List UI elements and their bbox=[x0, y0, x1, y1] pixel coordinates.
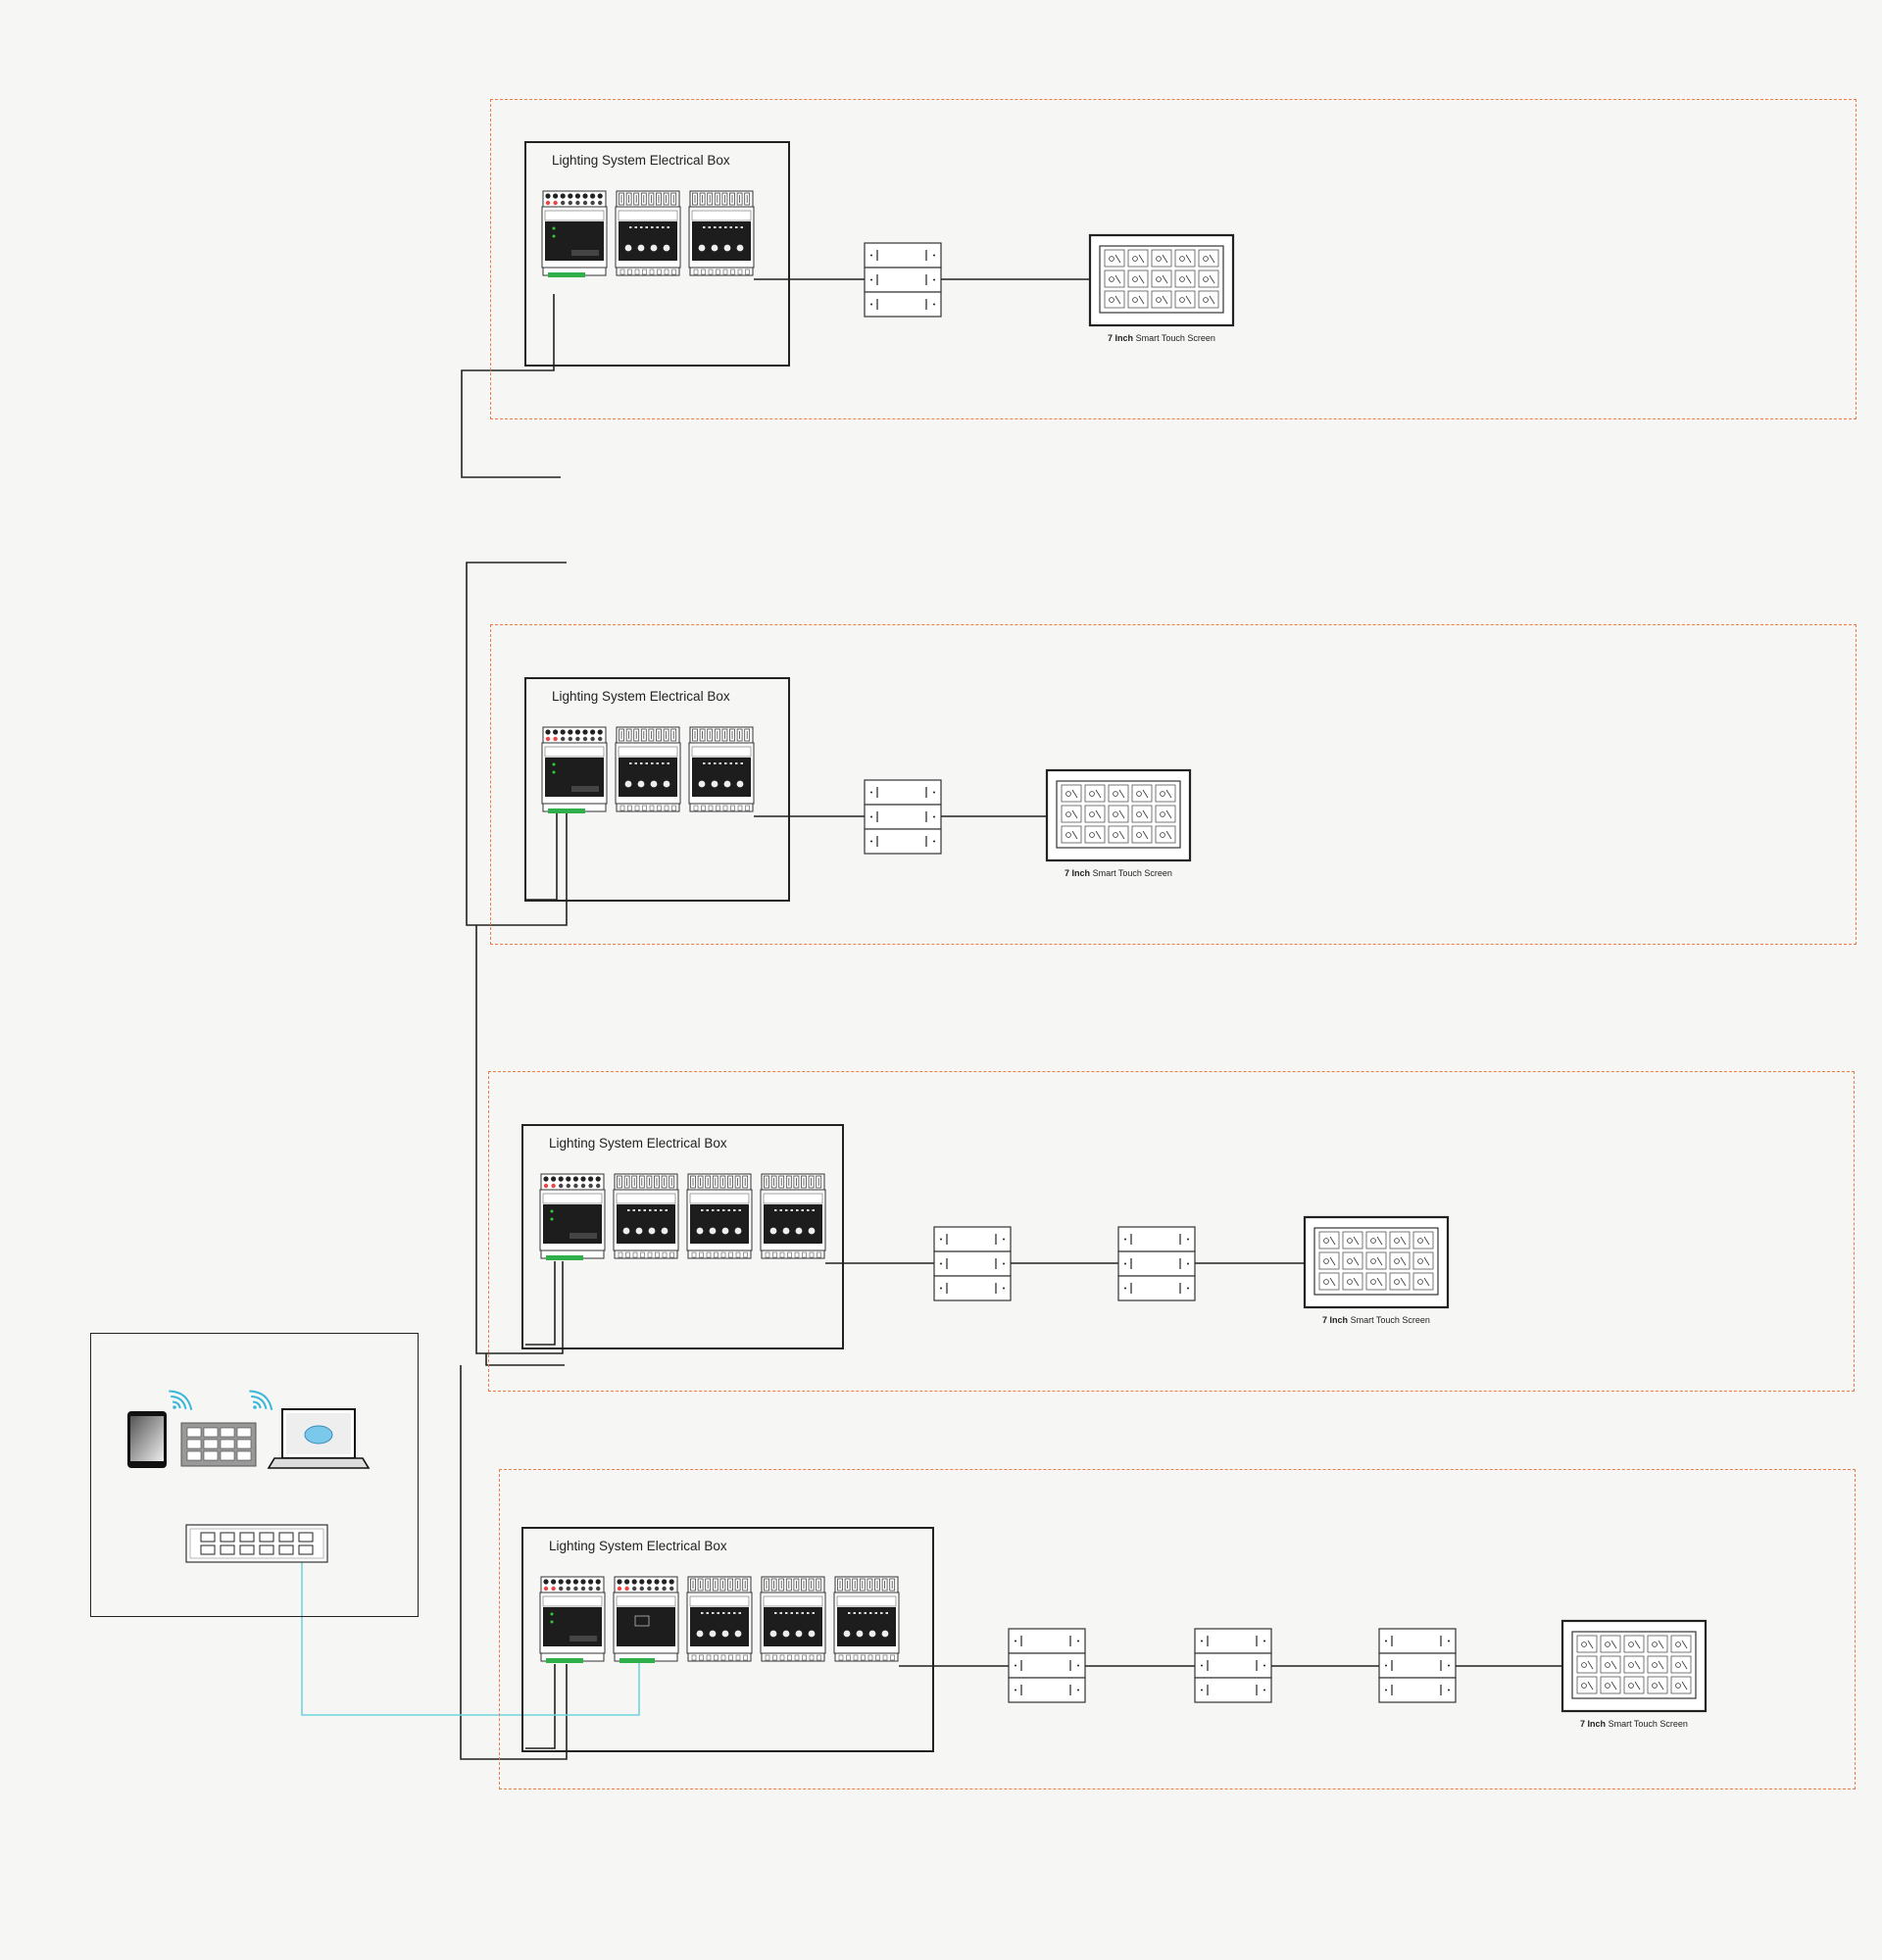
backbone-wire bbox=[466, 562, 568, 926]
area-zone bbox=[499, 1469, 1856, 1789]
touch-screen-name: Smart Touch Screen bbox=[1090, 868, 1172, 878]
mobile-phone-icon bbox=[127, 1411, 167, 1468]
touch-screen-name: Smart Touch Screen bbox=[1348, 1315, 1430, 1325]
six-button-panel bbox=[1008, 1628, 1086, 1703]
touch-screen-size: 7 Inch bbox=[1065, 868, 1091, 878]
touch-screen-size: 7 Inch bbox=[1108, 333, 1134, 343]
electrical-box: Lighting System Electrical Box bbox=[524, 141, 790, 367]
electrical-box-title: Lighting System Electrical Box bbox=[552, 689, 730, 704]
touch-screen bbox=[1045, 768, 1192, 862]
electrical-box: Lighting System Electrical Box bbox=[524, 677, 790, 902]
din-module-relay bbox=[615, 190, 681, 276]
control-panel-icon bbox=[180, 1422, 257, 1467]
din-module-relay bbox=[688, 726, 755, 812]
din-module-relay bbox=[686, 1173, 753, 1259]
din-module-relay bbox=[613, 1173, 679, 1259]
touch-screen-name: Smart Touch Screen bbox=[1133, 333, 1215, 343]
area-zone bbox=[488, 1071, 1855, 1392]
backbone-wire bbox=[525, 1261, 556, 1346]
six-button-panel bbox=[1194, 1628, 1272, 1703]
touch-screen-label: 7 Inch Smart Touch Screen bbox=[1303, 1315, 1450, 1326]
touch-screen-label: 7 Inch Smart Touch Screen bbox=[1560, 1719, 1708, 1730]
electrical-box-title: Lighting System Electrical Box bbox=[549, 1136, 727, 1151]
din-module-relay bbox=[833, 1576, 900, 1662]
area-zone bbox=[490, 99, 1857, 419]
lan-wire bbox=[301, 1548, 640, 1716]
din-module-coupler bbox=[541, 190, 608, 277]
touch-screen bbox=[1088, 233, 1235, 327]
din-module-relay bbox=[760, 1173, 826, 1259]
wifi-icon bbox=[249, 1390, 273, 1410]
electrical-box: Lighting System Electrical Box bbox=[521, 1527, 934, 1752]
din-module-coupler bbox=[539, 1173, 606, 1260]
touch-screen bbox=[1560, 1619, 1708, 1713]
six-button-panel bbox=[864, 242, 942, 318]
din-module-coupler bbox=[539, 1576, 606, 1663]
six-button-panel bbox=[1378, 1628, 1457, 1703]
din-module-relay bbox=[760, 1576, 826, 1662]
touch-screen-size: 7 Inch bbox=[1580, 1719, 1607, 1729]
network-switch-icon bbox=[185, 1524, 328, 1563]
wifi-icon bbox=[169, 1390, 193, 1410]
din-module-gateway bbox=[613, 1576, 679, 1663]
din-module-relay bbox=[688, 190, 755, 276]
backbone-wire bbox=[461, 294, 561, 478]
area-zone bbox=[490, 624, 1857, 945]
six-button-panel bbox=[933, 1226, 1012, 1301]
touch-screen-label: 7 Inch Smart Touch Screen bbox=[1045, 868, 1192, 879]
backbone-wire bbox=[525, 1664, 556, 1749]
backbone-wire bbox=[460, 1365, 568, 1760]
din-module-relay bbox=[615, 726, 681, 812]
electrical-box-title: Lighting System Electrical Box bbox=[552, 153, 730, 168]
laptop-icon bbox=[267, 1408, 371, 1469]
touch-screen-label: 7 Inch Smart Touch Screen bbox=[1088, 333, 1235, 344]
electrical-box-title: Lighting System Electrical Box bbox=[549, 1539, 727, 1553]
six-button-panel bbox=[1117, 1226, 1196, 1301]
din-module-coupler bbox=[541, 726, 608, 813]
touch-screen bbox=[1303, 1215, 1450, 1309]
touch-screen-name: Smart Touch Screen bbox=[1606, 1719, 1688, 1729]
backbone-wire bbox=[475, 925, 564, 1354]
control-room-box bbox=[90, 1333, 419, 1617]
din-module-relay bbox=[686, 1576, 753, 1662]
backbone-wire bbox=[485, 1353, 565, 1366]
touch-screen-size: 7 Inch bbox=[1322, 1315, 1349, 1325]
electrical-box: Lighting System Electrical Box bbox=[521, 1124, 844, 1349]
